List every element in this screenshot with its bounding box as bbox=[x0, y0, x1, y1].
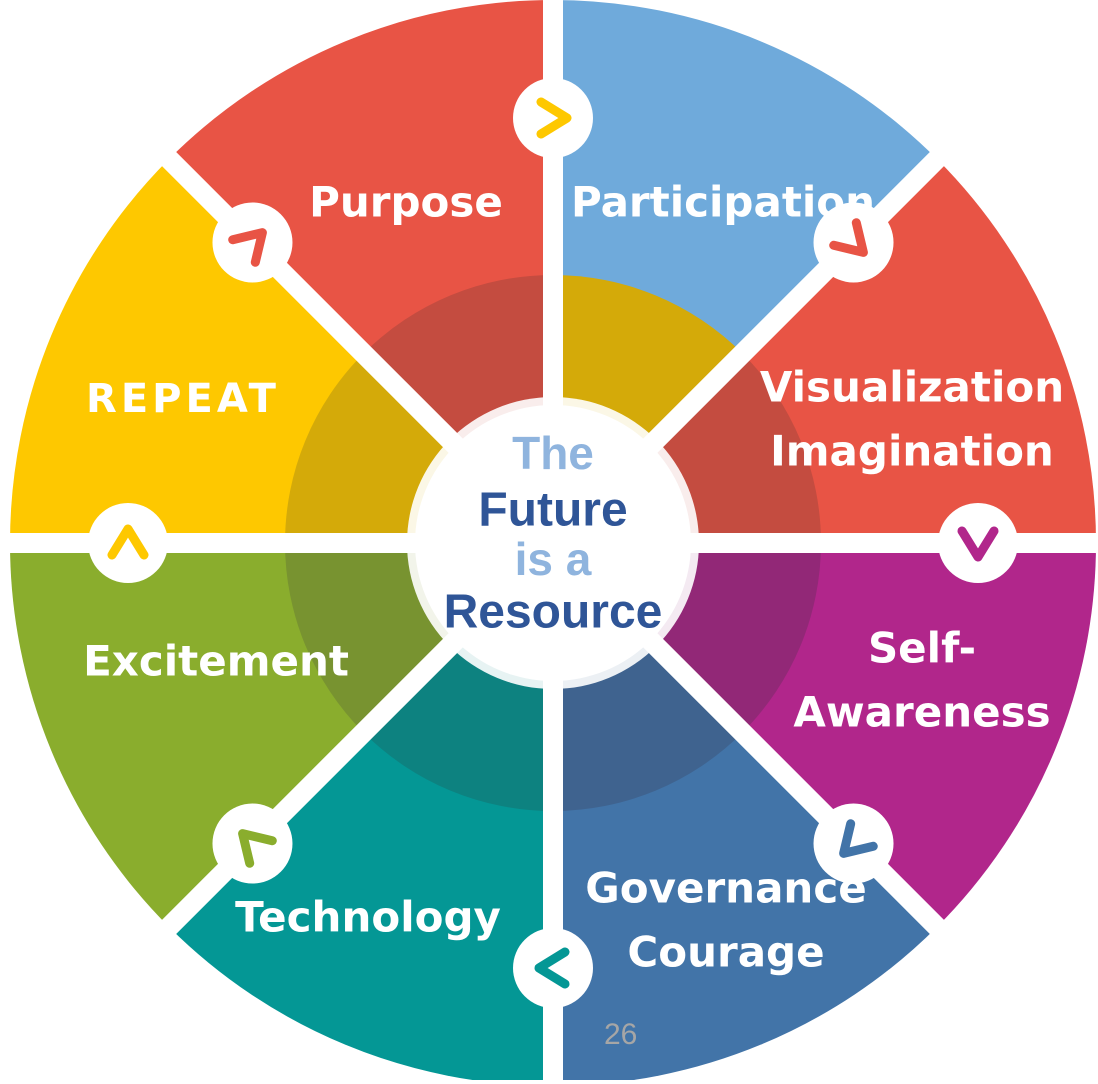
arrow-badge bbox=[513, 928, 593, 1008]
chevron-stroke bbox=[238, 829, 277, 868]
segment-label-repeat: REPEAT bbox=[86, 376, 280, 422]
chevron-right-icon bbox=[513, 78, 593, 158]
separator-line bbox=[640, 630, 947, 937]
segment-label-governance-courage: Courage bbox=[627, 928, 824, 977]
arrow-badge bbox=[938, 503, 1018, 583]
segment-label-self-awareness: Self- bbox=[868, 624, 976, 673]
center-title-line: Resource bbox=[444, 586, 663, 639]
center-title-line: The bbox=[512, 427, 594, 479]
page-number: 26 bbox=[604, 1018, 638, 1051]
segment-label-excitement: Excitement bbox=[83, 637, 349, 686]
segment-label-governance-courage: Governance bbox=[585, 864, 866, 913]
chevron-down-left-icon bbox=[813, 803, 894, 884]
chevron-stroke bbox=[228, 228, 267, 267]
arrow-badge bbox=[88, 503, 168, 583]
arrow-badge bbox=[813, 202, 894, 283]
arrow-badge bbox=[212, 202, 293, 283]
chevron-up-icon bbox=[88, 503, 168, 583]
segment-label-technology: Technology bbox=[235, 893, 501, 942]
chevron-stroke bbox=[534, 947, 570, 989]
chevron-stroke bbox=[839, 819, 878, 858]
separator-line bbox=[159, 630, 466, 937]
chevron-stroke bbox=[957, 526, 999, 562]
chevron-down-right-icon bbox=[813, 202, 894, 283]
chevron-stroke bbox=[829, 218, 868, 257]
chevron-down-icon bbox=[938, 503, 1018, 583]
chevron-up-right-icon bbox=[212, 202, 293, 283]
separator-line bbox=[159, 149, 466, 456]
segment-label-purpose: Purpose bbox=[309, 178, 503, 227]
segment-label-self-awareness: Awareness bbox=[793, 688, 1050, 737]
center-title-line: Future bbox=[478, 484, 627, 537]
chevron-stroke bbox=[107, 524, 149, 560]
center-title-line: is a bbox=[515, 533, 592, 585]
arrow-badge bbox=[813, 803, 894, 884]
chevron-left-icon bbox=[513, 928, 593, 1008]
segment-label-visualization-imagination: Imagination bbox=[770, 427, 1054, 476]
arrow-badge bbox=[212, 803, 293, 884]
segment-label-visualization-imagination: Visualization bbox=[760, 363, 1064, 412]
separator-line bbox=[640, 149, 947, 456]
chevron-stroke bbox=[536, 97, 572, 139]
arrow-badge bbox=[513, 78, 593, 158]
chevron-up-left-icon bbox=[212, 803, 293, 884]
center-circle bbox=[415, 405, 691, 681]
